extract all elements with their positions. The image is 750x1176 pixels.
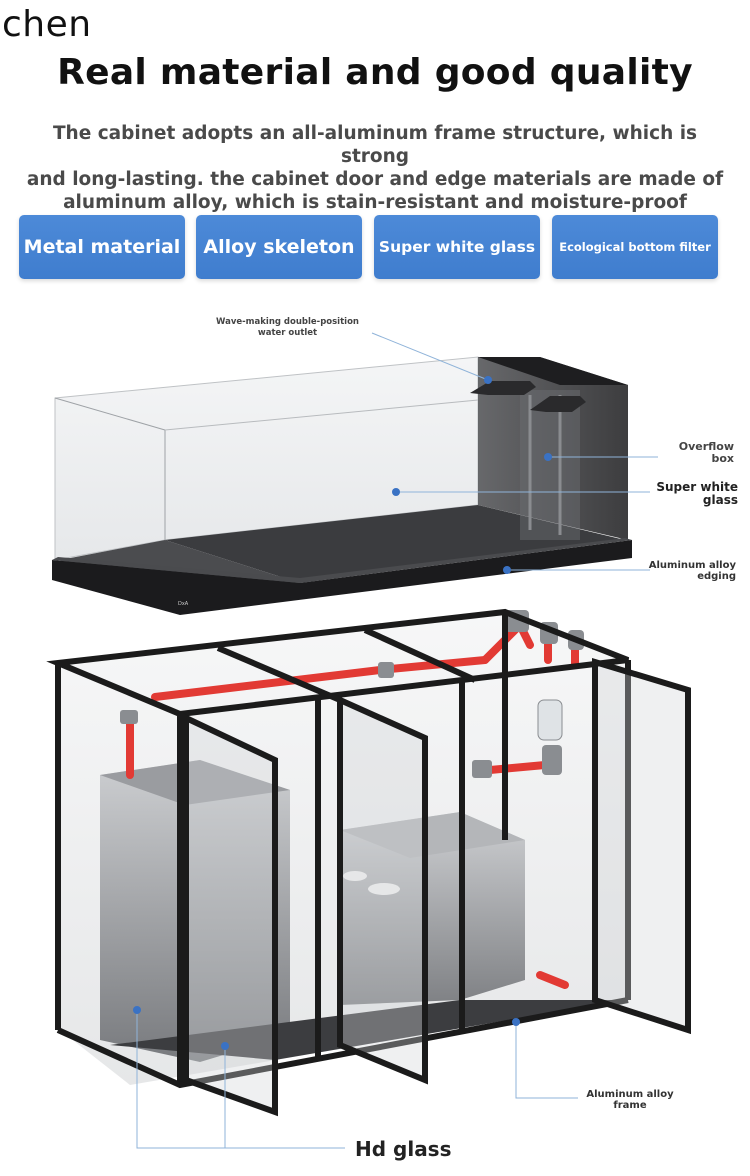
page-description: The cabinet adopts an all-aluminum frame… [20,122,730,214]
callout-hd-glass: Hd glass [355,1137,452,1161]
callout-super-white-glass: Super white glass [656,481,738,507]
callout-text: water outlet [257,328,318,338]
callout-dots [133,376,552,1050]
aquarium-cabinet [46,608,691,1117]
page-title: Real material and good quality [57,52,693,93]
callout-text: glass [702,493,738,507]
callout-wave-making-outlet: Wave-making double-position water outlet [195,317,380,339]
description-line: aluminum alloy, which is stain-resistant… [63,192,687,213]
callout-text: Super white [656,480,738,494]
tank-badge: DxA [178,601,189,607]
callout-text: Aluminum alloy [586,1089,674,1100]
description-line: and long-lasting. the cabinet door and e… [26,169,724,190]
aquarium-tank: DxA [52,356,632,615]
callout-text: Aluminum alloy [648,560,736,571]
callout-text: edging [697,571,736,582]
feature-metal-material-button[interactable]: Metal material [19,215,185,279]
callout-aluminum-edging: Aluminum alloy edging [649,560,736,582]
description-line: The cabinet adopts an all-aluminum frame… [52,123,698,167]
callout-overflow-box: Overflow box [679,441,734,465]
feature-alloy-skeleton-button[interactable]: Alloy skeleton [196,215,362,279]
callout-text: frame [613,1100,647,1111]
feature-ecological-bottom-filter-button[interactable]: Ecological bottom filter [552,215,718,279]
feature-buttons: Metal material Alloy skeleton Super whit… [0,215,750,279]
watermark-text: chen [2,4,92,45]
callout-text: box [711,452,734,465]
feature-super-white-glass-button[interactable]: Super white glass [374,215,540,279]
callout-aluminum-frame: Aluminum alloy frame [580,1089,680,1111]
callout-text: Overflow [678,440,734,453]
callout-text: Wave-making double-position [216,317,359,327]
callout-lines [136,332,658,1149]
